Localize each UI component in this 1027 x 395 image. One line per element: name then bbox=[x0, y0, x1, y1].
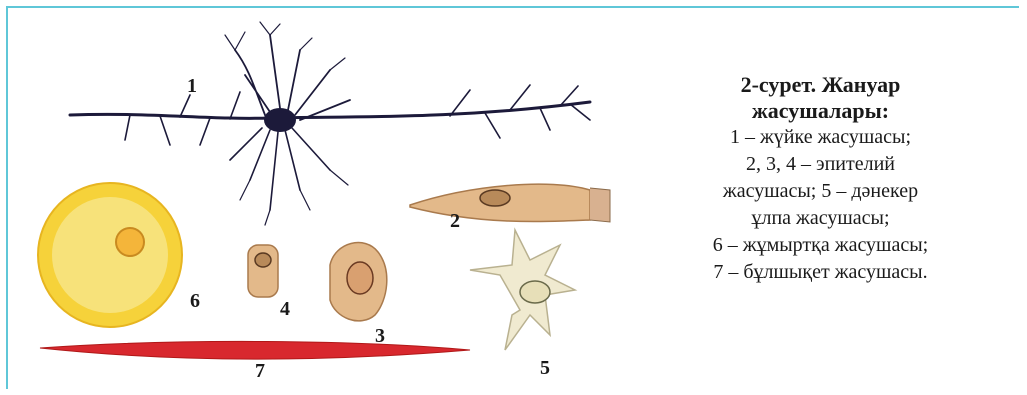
label-epithelial-small: 4 bbox=[280, 298, 290, 321]
muscle-cell-illustration bbox=[40, 341, 470, 359]
epithelial-cell-small-illustration bbox=[248, 245, 278, 297]
label-muscle-cell: 7 bbox=[255, 360, 265, 383]
egg-cell-illustration bbox=[38, 183, 182, 327]
label-connective-cell: 5 bbox=[540, 357, 550, 380]
figure-illustration: 1 2 3 4 5 6 7 bbox=[30, 20, 630, 390]
caption-line: 6 – жұмыртқа жасушасы; bbox=[648, 232, 993, 259]
label-nerve-cell: 1 bbox=[187, 75, 197, 98]
label-epithelial-oval: 3 bbox=[375, 325, 385, 348]
connective-cell-illustration bbox=[470, 230, 575, 350]
caption-title-line-2: жасушалары: bbox=[648, 98, 993, 124]
caption-line: 7 – бұлшықет жасушасы. bbox=[648, 259, 993, 286]
caption-line: 2, 3, 4 – эпителий bbox=[648, 151, 993, 178]
figure-caption: 2-сурет. Жануар жасушалары: 1 – жүйке жа… bbox=[648, 72, 993, 286]
caption-line: ұлпа жасушасы; bbox=[648, 205, 993, 232]
animal-cells-drawing bbox=[30, 20, 630, 390]
caption-title-line-1: 2-сурет. Жануар bbox=[648, 72, 993, 98]
label-egg-cell: 6 bbox=[190, 290, 200, 313]
caption-line: жасушасы; 5 – дәнекер bbox=[648, 178, 993, 205]
caption-line: 1 – жүйке жасушасы; bbox=[648, 124, 993, 151]
label-epithelial-long: 2 bbox=[450, 210, 460, 233]
epithelial-cell-oval-illustration bbox=[330, 243, 387, 321]
epithelial-cell-long-illustration bbox=[410, 184, 610, 222]
